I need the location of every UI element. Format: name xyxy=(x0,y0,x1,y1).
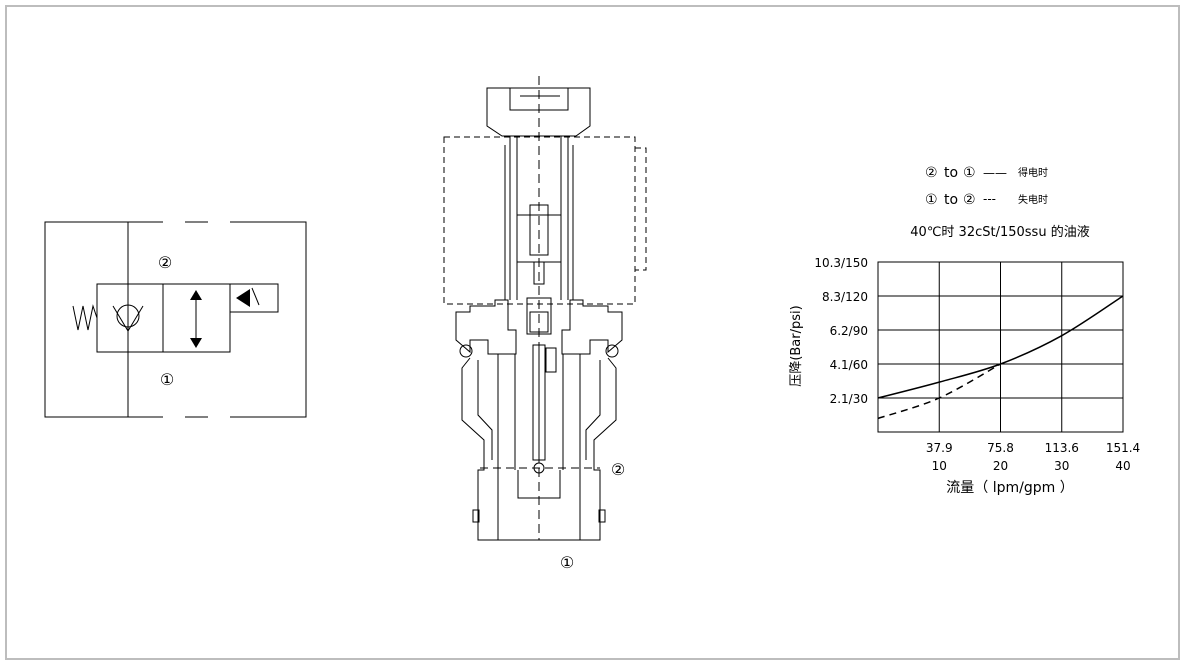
x-tick-label-top: 151.4 xyxy=(1106,441,1140,455)
y-tick-label: 4.1/60 xyxy=(830,358,868,372)
x-tick-label-top: 37.9 xyxy=(926,441,953,455)
chart-legend: ② to ① —— 得电时 ① to ② --- 失电时 xyxy=(925,165,1048,208)
section-port-bottom: ① xyxy=(560,553,574,572)
x-tick-label-bottom: 20 xyxy=(993,459,1008,473)
legend-row2-line: --- xyxy=(983,192,996,206)
chart-ylabel: 压降(Bar/psi) xyxy=(789,305,804,386)
legend-row1-from: ② xyxy=(925,165,938,181)
legend-row1-to: ① xyxy=(963,165,976,181)
legend-row2-to-word: to xyxy=(944,192,958,208)
x-tick-label-bottom: 40 xyxy=(1115,459,1130,473)
pressure-drop-chart: 10.3/150 8.3/120 6.2/90 4.1/60 2.1/30 37.9 10 7… xyxy=(814,256,1140,473)
legend-row1-desc: 得电时 xyxy=(1018,166,1048,179)
x-tick-label-top: 75.8 xyxy=(987,441,1014,455)
x-tick-label-bottom: 30 xyxy=(1054,459,1069,473)
x-tick-label-bottom: 10 xyxy=(932,459,947,473)
legend-row1-to-word: to xyxy=(944,165,958,181)
legend-row2-desc: 失电时 xyxy=(1018,193,1048,206)
hydraulic-symbol xyxy=(44,221,307,418)
y-tick-label: 8.3/120 xyxy=(822,290,868,304)
y-tick-label: 10.3/150 xyxy=(814,256,868,270)
series-solid-line xyxy=(877,295,1124,399)
series-dashed-line xyxy=(877,363,1001,420)
symbol-port-bottom: ① xyxy=(160,370,174,389)
x-tick-label-top: 113.6 xyxy=(1045,441,1079,455)
legend-row2-from: ① xyxy=(925,192,938,208)
valve-cross-section xyxy=(443,76,647,541)
y-tick-label: 6.2/90 xyxy=(830,324,868,338)
chart-xlabel: 流量（ lpm/gpm ） xyxy=(946,480,1073,496)
y-tick-label: 2.1/30 xyxy=(830,392,868,406)
chart-title: 40℃时 32cSt/150ssu 的油液 xyxy=(910,224,1089,240)
symbol-port-top: ② xyxy=(158,253,172,272)
solenoid-arrow-icon xyxy=(236,289,250,307)
legend-row2-to: ② xyxy=(963,192,976,208)
section-port-side: ② xyxy=(611,460,625,479)
legend-row1-line: —— xyxy=(983,166,1007,180)
